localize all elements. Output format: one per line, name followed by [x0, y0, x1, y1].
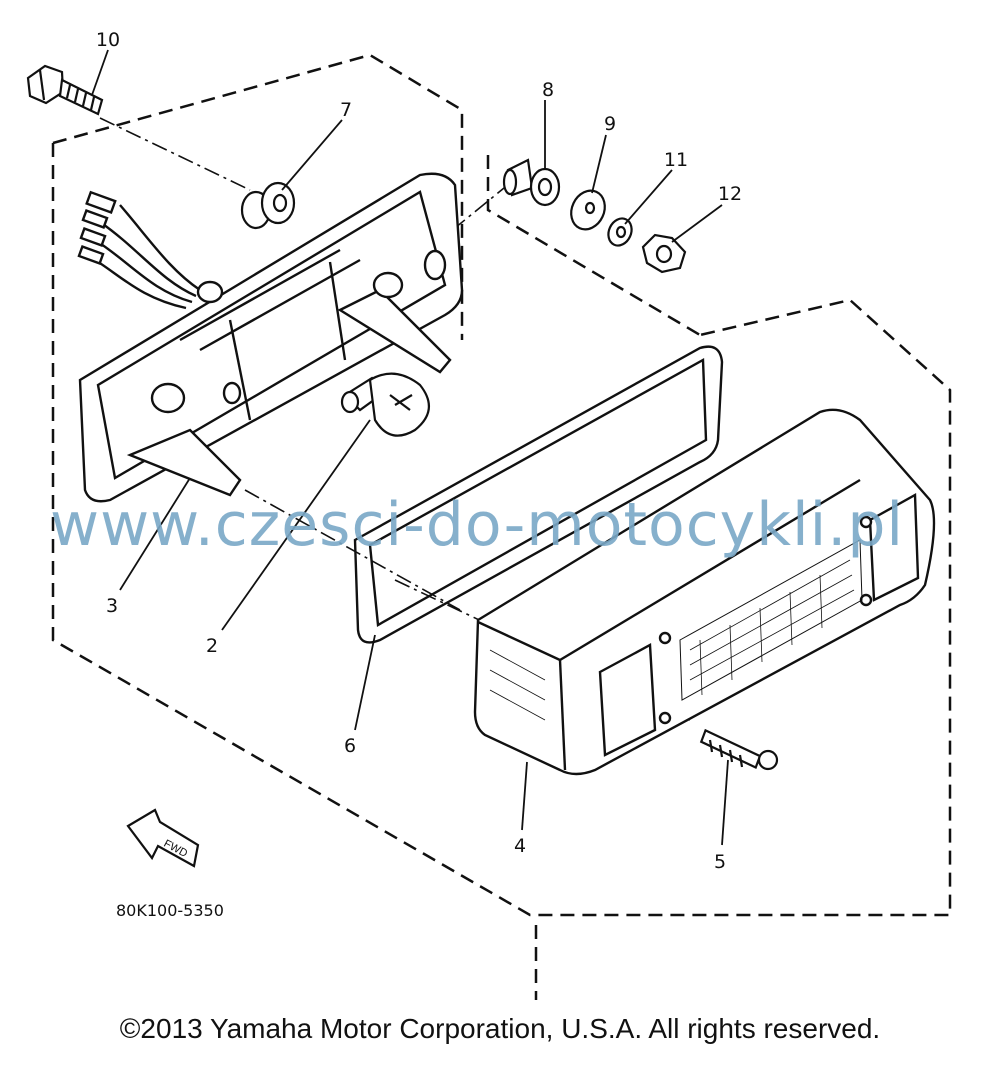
leader-lines [91, 49, 729, 846]
lens-part-4 [473, 408, 936, 776]
callout-11: 11 [664, 149, 688, 171]
callout-4: 4 [514, 835, 526, 857]
lock-washer-part-11 [607, 217, 633, 247]
gasket-part-6 [353, 345, 724, 644]
callout-5: 5 [714, 851, 726, 873]
nut-part-12 [641, 233, 687, 274]
grommet-part-7 [240, 181, 296, 230]
bulb-part-2 [340, 372, 430, 437]
taillight-base-part-1 [77, 172, 464, 503]
drawing-code: 80K100-5350 [116, 901, 224, 920]
callout-9: 9 [604, 113, 616, 135]
forward-arrow-icon: FWD [126, 808, 200, 868]
callout-2: 2 [206, 635, 218, 657]
bolt-part-10 [26, 64, 104, 116]
collar-part-8 [502, 158, 561, 207]
watermark-text: www.czesci-do-motocykli.pl [50, 490, 905, 560]
screw-part-5 [699, 728, 779, 771]
callout-6: 6 [344, 735, 356, 757]
assembly-outline [51, 53, 952, 1000]
callout-3: 3 [106, 595, 118, 617]
copyright-notice: ©2013 Yamaha Motor Corporation, U.S.A. A… [119, 1013, 881, 1044]
callout-7: 7 [340, 99, 352, 121]
callouts: 10 7 8 9 11 12 3 2 6 4 5 [96, 29, 742, 873]
callout-8: 8 [542, 79, 554, 101]
callout-10: 10 [96, 29, 120, 51]
washer-part-9 [570, 189, 606, 231]
callout-12: 12 [718, 183, 742, 205]
